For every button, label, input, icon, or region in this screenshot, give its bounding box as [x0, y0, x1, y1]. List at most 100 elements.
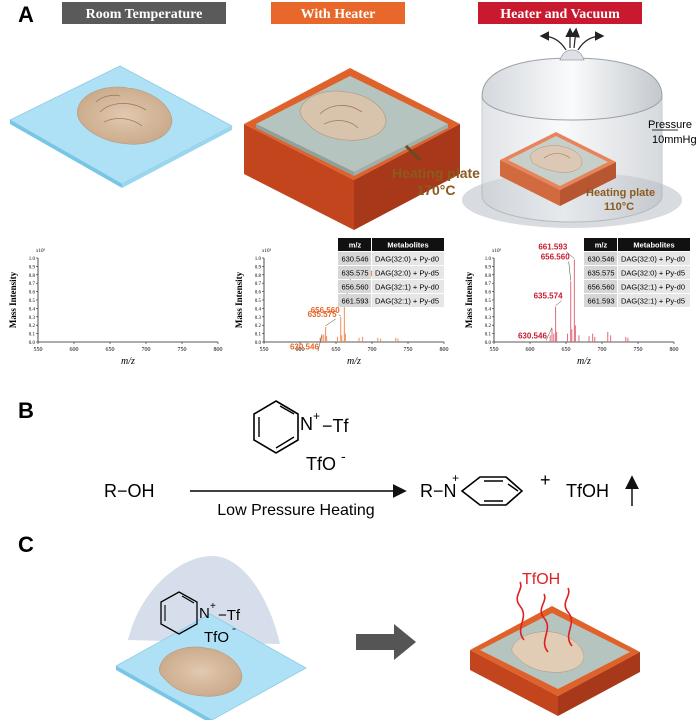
table-cell — [584, 294, 617, 307]
scheme-c-tf: −Tf — [218, 607, 241, 624]
reagent-vapor — [128, 556, 280, 644]
y-tick-label: 0.6 — [485, 291, 492, 296]
table-header: m/z — [595, 241, 608, 250]
y-tick-label: 0.9 — [485, 265, 492, 270]
y-tick-label: 0.2 — [255, 324, 262, 329]
y-tick-label: 0.4 — [485, 307, 492, 312]
y-tick-label: 0.7 — [29, 282, 36, 287]
x-tick-label: 650 — [562, 347, 571, 353]
condition-banner-heater-box — [271, 2, 405, 24]
table-cell — [338, 252, 371, 265]
reaction-condition: Low Pressure Heating — [217, 502, 374, 519]
x-tick-label: 800 — [214, 347, 223, 353]
y-tick-label: 0.3 — [485, 316, 492, 321]
table-mz: 661.593 — [341, 297, 368, 306]
heater-label-line1: Heating plate — [392, 165, 480, 181]
peak-label-leader — [338, 314, 341, 317]
condition-banner-room-box — [62, 2, 226, 24]
table-header-cell — [338, 238, 371, 251]
panel-label-c: C — [18, 532, 34, 557]
plus-sign: + — [540, 470, 551, 490]
x-tick-label: 750 — [404, 347, 413, 353]
peak-label: 635.574 — [534, 292, 563, 301]
table-metabolite: DAG(32:0) + Py-d5 — [621, 269, 685, 278]
y-tick-label: 0.9 — [255, 265, 262, 270]
metabolite-tables: m/z Metabolites 630.546 DAG(32:0) + Py-d0 63… — [338, 238, 690, 307]
y-tick-label: 0.0 — [29, 341, 36, 346]
peak-label: 630.546 — [518, 332, 547, 341]
product-charge: + — [452, 471, 459, 485]
table-mz: 656.560 — [341, 283, 368, 292]
x-tick-label: 800 — [670, 347, 679, 353]
pyridine-ring — [253, 400, 299, 454]
peak-label-leader — [325, 318, 336, 327]
y-tick-label: 0.5 — [485, 299, 492, 304]
scheme-c-anion: TfO — [204, 629, 229, 646]
panel-label-b: B — [18, 398, 34, 423]
panel-label-a: A — [18, 2, 34, 27]
table-cell — [372, 294, 444, 307]
table-cell — [584, 266, 617, 279]
x-tick-label: 600 — [526, 347, 535, 353]
table-cell — [372, 252, 444, 265]
table-header-cell — [618, 238, 690, 251]
x-tick-label: 800 — [440, 347, 449, 353]
table-header-cell — [372, 238, 444, 251]
heater-block-c — [470, 606, 640, 716]
table-cell — [372, 266, 444, 279]
table-cell — [618, 294, 690, 307]
peak-label: 656.560 — [311, 306, 340, 315]
table-cell — [618, 280, 690, 293]
brain-tissue-room — [76, 86, 173, 145]
heater-leader-line — [404, 144, 422, 162]
x-axis-label: m/z — [347, 356, 361, 367]
x-tick-label: 600 — [70, 347, 79, 353]
x-tick-label: 700 — [598, 347, 607, 353]
process-arrow — [356, 624, 416, 660]
table-header: Metabolites — [387, 241, 428, 250]
x-tick-label: 650 — [332, 347, 341, 353]
x-tick-label: 700 — [368, 347, 377, 353]
y-tick-label: 0.5 — [29, 299, 36, 304]
reagent-anion-charge: - — [341, 448, 346, 464]
brain-tissue-heater — [299, 90, 387, 141]
table-metabolite: DAG(32:0) + Py-d0 — [621, 255, 685, 264]
reagent-structure: N + −Tf TfO - — [253, 400, 350, 474]
condition-label-heater: With Heater — [301, 7, 376, 22]
table-cell — [338, 294, 371, 307]
condition-banner-vacuum-box — [478, 2, 642, 24]
y-scale-label: x10⁵ — [36, 248, 46, 254]
scheme-c-pyridine-ring — [160, 591, 198, 635]
y-tick-label: 0.6 — [255, 291, 262, 296]
table-mz: 630.546 — [341, 255, 368, 264]
table-cell — [584, 280, 617, 293]
y-tick-label: 0.8 — [29, 274, 36, 279]
condition-banner-room: Room Temperature — [62, 2, 226, 24]
product-ring — [460, 476, 524, 506]
table-mz: 656.560 — [587, 283, 614, 292]
product-prefix: R−N — [420, 481, 457, 501]
y-scale-label: x10⁵ — [492, 248, 502, 254]
y-tick-label: 0.8 — [255, 274, 262, 279]
product-structure: R−N + — [420, 471, 524, 506]
x-tick-label: 550 — [260, 347, 269, 353]
condition-label-vacuum: Heater and Vacuum — [500, 7, 620, 22]
x-tick-label: 550 — [34, 347, 43, 353]
vacuum-plate-label-line1: Heating plate — [586, 187, 655, 199]
y-tick-label: 0.5 — [255, 299, 262, 304]
y-tick-label: 1.0 — [485, 257, 492, 262]
y-tick-label: 0.1 — [255, 333, 262, 338]
y-axis-label: Mass Intensity — [464, 271, 474, 328]
scheme-c-nitrogen: N — [199, 605, 210, 622]
y-tick-label: 0.1 — [485, 333, 492, 338]
table-cell — [372, 280, 444, 293]
peak-label: 661.593 — [538, 243, 567, 252]
vacuum-plate-label-line2: 110°C — [604, 201, 634, 213]
peak-label-leader — [555, 300, 562, 306]
table-mz: 635.575 — [341, 269, 368, 278]
condition-banner-vacuum: Heater and Vacuum — [478, 2, 642, 24]
